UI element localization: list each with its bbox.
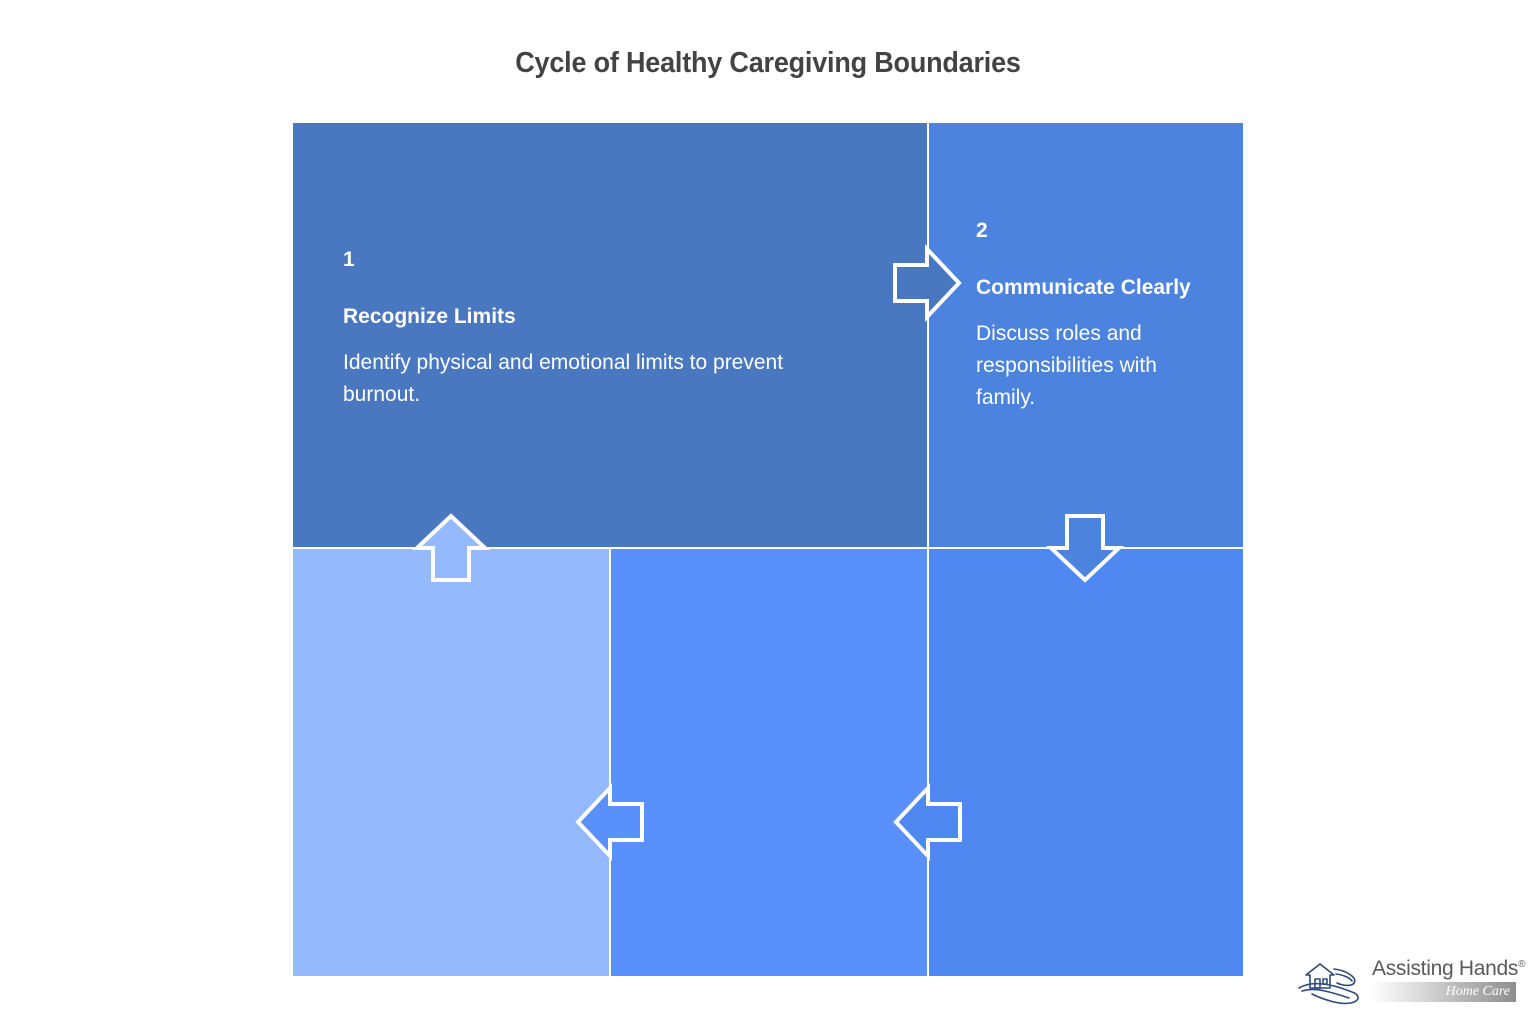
step-description-2: Discuss roles and responsibilities with … <box>976 322 1157 409</box>
logo-name-text: Assisting Hands <box>1372 957 1519 980</box>
arrow-step2-to-step3 <box>1045 514 1125 583</box>
step-card-5[interactable]: 5 Seek Professional Support Utilize reso… <box>293 548 610 976</box>
step-number-1: 1 <box>343 248 355 271</box>
page-title: Cycle of Healthy Caregiving Boundaries <box>515 47 1021 79</box>
logo-name: Assisting Hands® <box>1372 957 1525 981</box>
step-number-2: 2 <box>976 219 988 242</box>
step-description-1: Identify physical and emotional limits t… <box>343 351 784 406</box>
arrow-step4-to-step5 <box>575 782 644 862</box>
brand-logo: Assisting Hands® Home Care <box>1296 955 1525 1015</box>
step-heading-2: Communicate Clearly <box>976 276 1191 300</box>
step-card-1[interactable]: 1 Recognize Limits Identify physical and… <box>293 123 928 548</box>
step-heading-1: Recognize Limits <box>343 305 516 329</box>
arrow-step5-to-step1 <box>411 513 491 582</box>
logo-tagline: Home Care <box>1445 984 1510 1000</box>
arrow-step3-to-step4 <box>893 782 962 862</box>
logo-wordmark: Assisting Hands® Home Care <box>1372 957 1525 1003</box>
step-card-2[interactable]: 2 Communicate Clearly Discuss roles and … <box>928 123 1243 548</box>
cycle-diagram: 1 Recognize Limits Identify physical and… <box>293 123 1243 976</box>
registered-mark: ® <box>1518 959 1526 970</box>
step-card-3[interactable]: 3 Schedule Self-Care Allocate time for p… <box>928 548 1243 976</box>
grid-divider-vertical-lower <box>609 548 611 976</box>
arrow-step1-to-step2 <box>893 243 962 323</box>
step-card-4[interactable]: 4 Set External Limits Manage requests an… <box>610 548 928 976</box>
grid-divider-horizontal <box>293 547 1243 549</box>
hand-holding-house-icon <box>1298 963 1359 1005</box>
logo-tagline-bar: Home Care <box>1372 982 1516 1003</box>
grid-divider-vertical <box>927 123 929 976</box>
